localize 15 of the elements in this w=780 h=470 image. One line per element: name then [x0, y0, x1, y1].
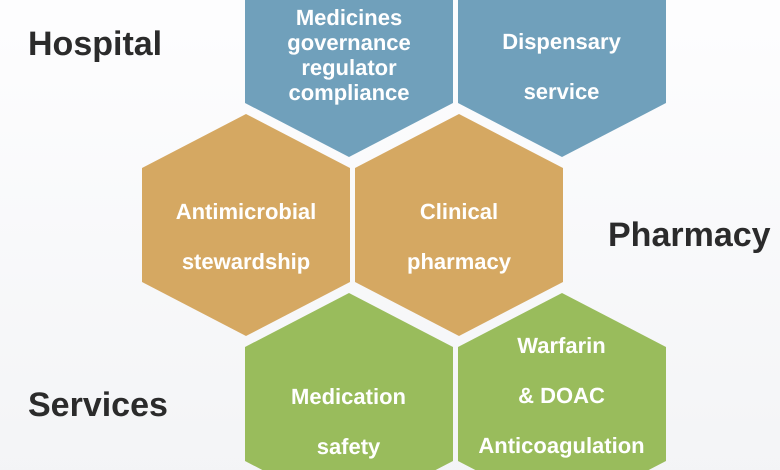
tile-label: Medication safety	[290, 383, 407, 461]
tile-label: Antimicrobial stewardship	[174, 198, 318, 276]
category-label: Services	[28, 385, 168, 425]
tile-label: Dispensary service	[501, 28, 622, 106]
hexagon-tile	[244, 293, 452, 470]
hexagon-tile	[458, 0, 666, 157]
tile-label: Clinical pharmacy	[406, 198, 512, 276]
tile-label: Warfarin & DOAC Anticoagulation	[477, 332, 646, 460]
hexagon-tile	[355, 114, 563, 336]
hexagon-tile	[458, 293, 666, 470]
tile-label: Medicines governance regulator compliance	[286, 5, 412, 105]
category-label: Hospital	[28, 24, 162, 64]
hexagon-tile	[245, 0, 453, 157]
category-label: Pharmacy	[608, 215, 771, 255]
hexagon-tile	[142, 114, 350, 336]
